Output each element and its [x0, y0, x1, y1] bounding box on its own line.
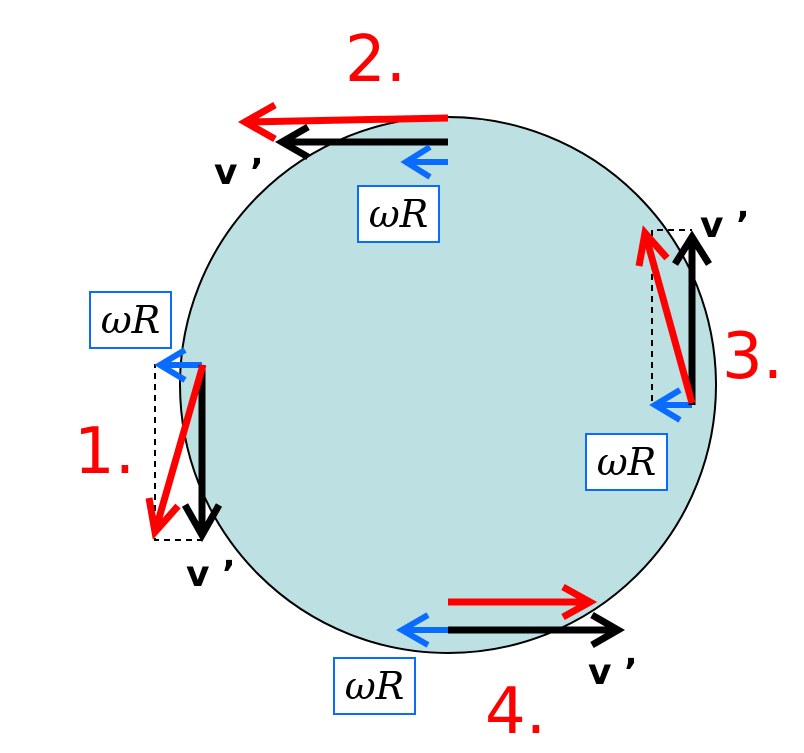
point-3-dashed-guide [651, 229, 692, 406]
point-4-rotation-label: ωR [333, 657, 416, 715]
point-1-number: 1. [74, 415, 136, 489]
point-3-vectors [635, 225, 712, 423]
point-1-rotation-label: ωR [89, 291, 172, 349]
point-2-resultant-arrow [237, 101, 449, 143]
point-2-rotation-label: ωR [357, 185, 440, 243]
point-1-rotation-arrow [154, 347, 202, 383]
point-3-rotation-arrow [649, 387, 692, 423]
point-3-velocity-arrow [672, 230, 712, 405]
point-1-resultant-arrow [145, 364, 207, 540]
point-3-number: 3. [722, 320, 784, 394]
rotating-disk [179, 116, 717, 654]
point-2-number: 2. [345, 23, 407, 97]
point-1-vectors [145, 347, 223, 543]
point-4-rotation-arrow [395, 612, 448, 648]
point-2-velocity-label: v ’ [214, 152, 264, 193]
point-2-vectors [237, 101, 449, 180]
point-1-velocity-label: v ’ [186, 554, 236, 595]
point-3-resultant-arrow [635, 225, 696, 404]
point-4-number: 4. [485, 675, 547, 749]
point-4-resultant-arrow [448, 583, 598, 621]
point-4-velocity-label: v ’ [588, 652, 638, 693]
point-2-velocity-arrow [274, 123, 448, 161]
point-4-velocity-arrow [448, 611, 626, 649]
point-4-vectors [395, 583, 626, 649]
point-3-velocity-label: v ’ [700, 205, 750, 246]
point-1-velocity-arrow [181, 365, 223, 543]
point-3-rotation-label: ωR [585, 433, 668, 491]
point-2-rotation-arrow [400, 144, 448, 180]
